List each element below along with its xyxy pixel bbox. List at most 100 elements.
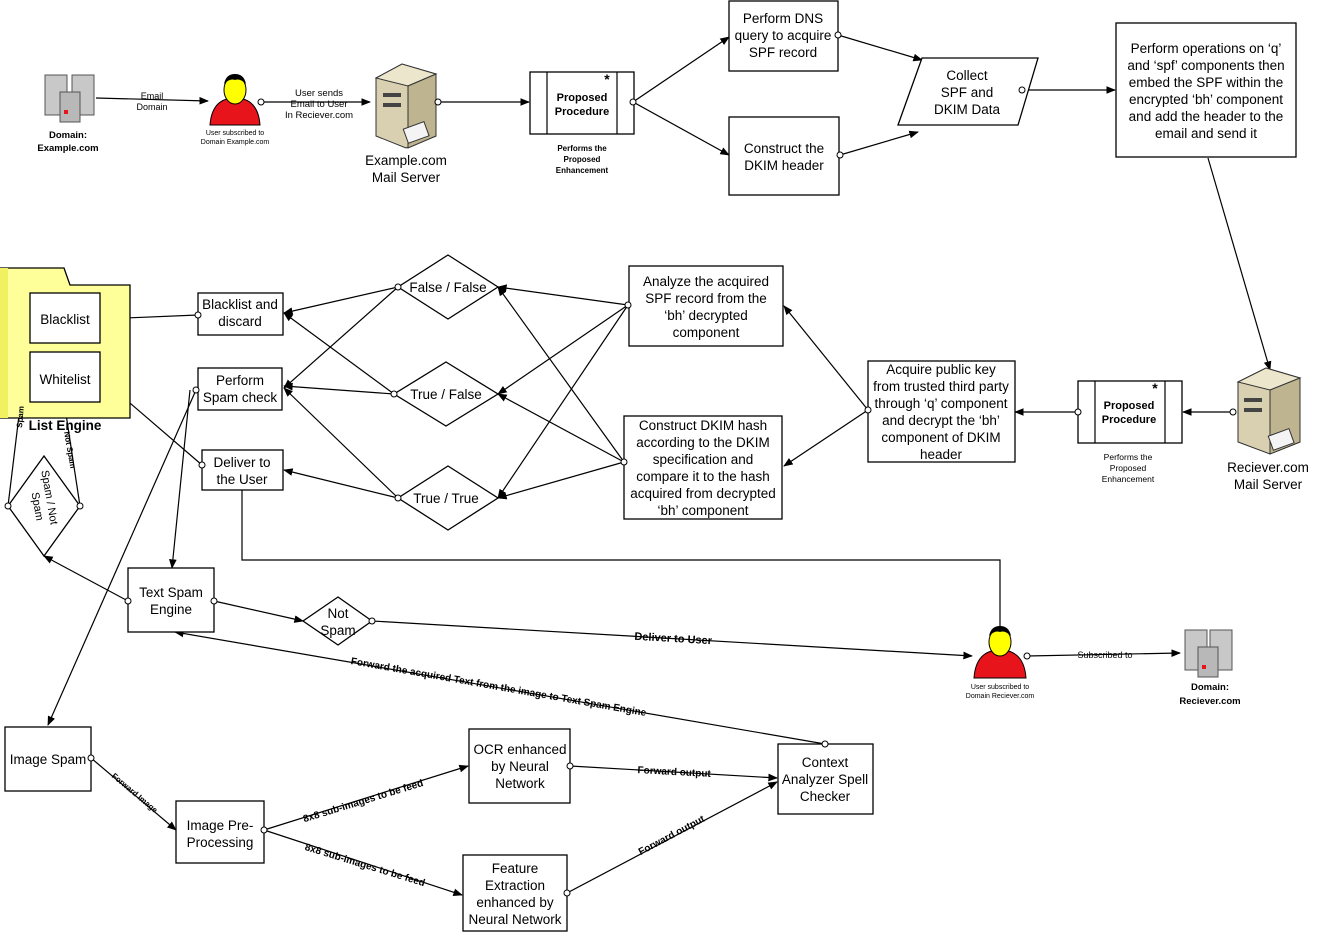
proposed-left-title2: Procedure — [555, 106, 609, 118]
hash-line4: compare it to the hash — [636, 469, 770, 484]
receiver-mail-server-icon — [1229, 367, 1302, 455]
not-spam-diamond: Not Spam — [301, 596, 376, 646]
acquire-line2: from trusted third party — [873, 379, 1009, 394]
acquire-line3: through ‘q’ component — [874, 396, 1007, 411]
perform-operations-node: Perform operations on ‘q’ and ‘spf’ comp… — [1115, 22, 1297, 158]
dns-line1: Perform DNS — [743, 11, 823, 26]
acquire-line4: and decrypt the ‘bh’ — [882, 413, 1000, 428]
fe-line4: Neural Network — [468, 912, 561, 927]
list-blacklist: Blacklist — [40, 312, 90, 327]
dkim-header-line1: Construct the — [744, 141, 824, 156]
fe-line2: Extraction — [485, 878, 545, 893]
domain-example-node: Domain: Example.com — [37, 74, 99, 154]
deliver-to-user-edge-label: Deliver to User — [634, 631, 713, 647]
proposed-right-title1: Proposed — [1104, 400, 1155, 412]
forward-output-label-2: Forward output — [637, 813, 707, 857]
hash-line6: ‘bh’ component — [657, 503, 748, 518]
forward-image-label: Forward Image — [110, 771, 160, 815]
receiver-user-caption2: Domain Reciever.com — [966, 693, 1035, 700]
sub-images-label-2: 8x8 sub-images to be feed — [303, 842, 426, 889]
edges — [7, 34, 1272, 896]
analyze-line4: component — [673, 325, 740, 340]
server-cluster-icon — [44, 74, 95, 123]
collect-line2: SPF and — [941, 85, 994, 100]
acquire-line5: component of DKIM — [881, 430, 1000, 445]
decision-true-true: True / True — [394, 465, 500, 531]
du-line2: the User — [216, 472, 268, 487]
collect-data-node: Collect SPF and DKIM Data — [897, 57, 1039, 126]
ctx-line1: Context — [802, 755, 849, 770]
proposed-left-caption1: Performs the — [557, 144, 607, 153]
feature-extraction-node: Feature Extraction enhanced by Neural Ne… — [462, 854, 571, 932]
tse-line2: Engine — [150, 602, 192, 617]
sc-line2: Spam check — [203, 390, 278, 405]
ops-line5: and add the header to the — [1129, 109, 1284, 124]
domain-example-line1: Domain: — [49, 130, 87, 141]
sender-user-icon — [209, 74, 265, 126]
sc-line1: Perform — [216, 373, 264, 388]
hash-line1: Construct DKIM hash — [639, 418, 767, 433]
analyze-line2: SPF record from the — [645, 291, 767, 306]
user-sends-line2: Email to User — [290, 99, 347, 110]
spam-not-spam-decision: Spam / Not Spam — [4, 454, 84, 558]
domain-example-line2: Example.com — [37, 143, 98, 154]
context-analyzer-node: Context Analyzer Spell Checker — [777, 740, 874, 815]
server-cluster-icon — [1184, 629, 1233, 678]
hash-line3: specification and — [653, 452, 754, 467]
proposed-left-title1: Proposed — [557, 92, 608, 104]
user-sends-line1: User sends — [295, 88, 343, 99]
ops-line4: encrypted ‘bh’ component — [1129, 92, 1283, 107]
edge-label-not-spam: Not Spam — [62, 431, 77, 469]
ops-line6: email and send it — [1155, 126, 1257, 141]
subscribed-to-label: Subscribed to — [1077, 650, 1132, 660]
image-spam-label: Image Spam — [10, 752, 87, 767]
proposed-left-caption2: Proposed — [564, 155, 601, 164]
decision-true-false: True / False — [390, 361, 500, 427]
ns-line2: Spam — [320, 623, 355, 638]
pre-line2: Processing — [187, 835, 254, 850]
dkim-hash-node: Construct DKIM hash according to the DKI… — [620, 415, 783, 520]
domain-reciever-node: Domain: Reciever.com — [1179, 629, 1241, 707]
proposed-right-title2: Procedure — [1102, 414, 1156, 426]
acquire-key-node: Acquire public key from trusted third pa… — [864, 360, 1016, 463]
decision-tf-label: True / False — [410, 387, 482, 402]
proposed-right-caption1: Performs the — [1104, 452, 1153, 462]
blacklist-discard-node: Blacklist and discard — [194, 292, 284, 336]
forward-output-label-1: Forward output — [637, 765, 711, 780]
user-sends-line3: In Reciever.com — [285, 110, 353, 121]
ctx-line3: Checker — [800, 789, 851, 804]
decision-false-false: False / False — [394, 254, 500, 320]
ns-line1: Not — [327, 606, 348, 621]
collect-line3: DKIM Data — [934, 102, 1001, 117]
pre-line1: Image Pre- — [187, 818, 254, 833]
example-mail-server-icon — [374, 63, 438, 149]
spam-check-node: Perform Spam check — [192, 367, 283, 411]
dns-line2: query to acquire — [735, 28, 832, 43]
proposed-left-star: * — [604, 71, 610, 87]
receiver-server-line2: Mail Server — [1234, 477, 1303, 492]
decision-tt-label: True / True — [413, 491, 479, 506]
domain-reciever-line2: Reciever.com — [1179, 696, 1240, 707]
bd-line2: discard — [218, 314, 262, 329]
fe-line3: enhanced by — [476, 895, 554, 910]
proposed-right-caption2: Proposed — [1110, 463, 1147, 473]
receiver-user-caption1: User subscribed to — [971, 684, 1029, 691]
ocr-line1: OCR enhanced — [473, 742, 566, 757]
deliver-user-node: Deliver to the User — [198, 449, 284, 491]
collect-line1: Collect — [946, 68, 988, 83]
receiver-user-icon — [973, 626, 1031, 679]
tse-line1: Text Spam — [139, 585, 203, 600]
proposed-procedure-right: * Proposed Procedure — [1074, 380, 1183, 444]
ocr-line2: by Neural — [491, 759, 549, 774]
dns-query-node: Perform DNS query to acquire SPF record — [728, 0, 842, 72]
example-mail-server-line2: Mail Server — [372, 170, 441, 185]
ops-line3: embed the SPF within the — [1129, 75, 1284, 90]
example-mail-server-line1: Example.com — [365, 153, 447, 168]
acquire-line6: header — [920, 447, 963, 462]
hash-line5: acquired from decrypted — [630, 486, 776, 501]
sender-user-caption2: Domain Example.com — [201, 139, 270, 146]
decision-ff-label: False / False — [409, 280, 486, 295]
list-engine-folder: Blacklist Whitelist List Engine — [0, 267, 131, 433]
